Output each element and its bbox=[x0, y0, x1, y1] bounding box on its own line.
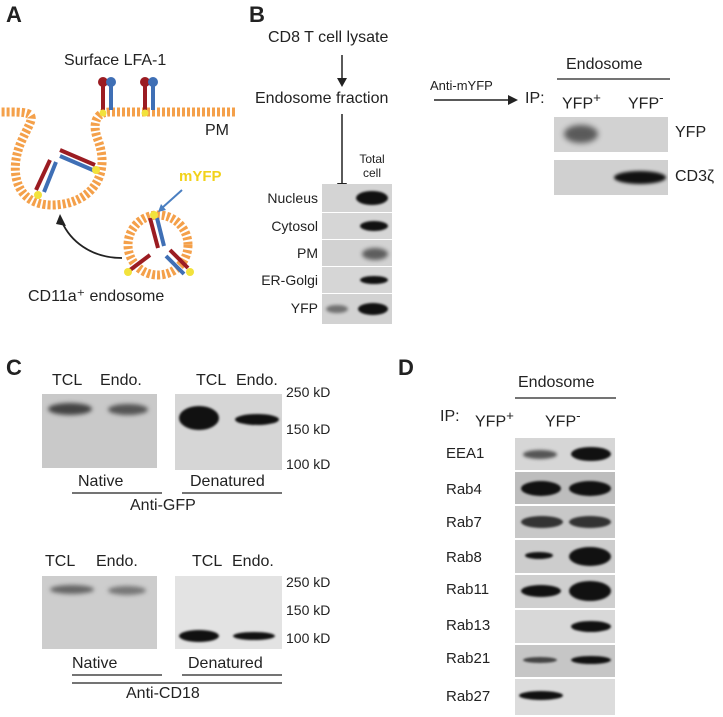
c-top-lane-tcl-den: TCL bbox=[196, 372, 227, 389]
row-yfp: YFP bbox=[290, 300, 318, 316]
c-bot-lane-tcl-native: TCL bbox=[45, 553, 76, 570]
row-er-golgi: ER-Golgi bbox=[261, 272, 318, 288]
blot-d-rab27 bbox=[515, 679, 615, 715]
c-bot-lane-tcl-den: TCL bbox=[192, 553, 223, 570]
c-top-marker-100: 100 kD bbox=[286, 456, 331, 472]
blot-c-top-native bbox=[42, 394, 157, 468]
pm-label: PM bbox=[205, 122, 229, 139]
c-bot-lane-endo-den: Endo. bbox=[232, 553, 274, 570]
blot-er-golgi bbox=[322, 267, 392, 293]
d-row-rab4: Rab4 bbox=[446, 481, 482, 498]
d-row-rab11: Rab11 bbox=[446, 581, 490, 598]
d-row-rab21: Rab21 bbox=[446, 650, 491, 667]
ip-label-d: IP: bbox=[440, 408, 460, 425]
d-row-rab8: Rab8 bbox=[446, 549, 482, 566]
total-cell-label: Total cell bbox=[359, 152, 385, 180]
blot-yfp-fraction bbox=[322, 294, 392, 324]
c-bot-antibody-label: Anti-CD18 bbox=[126, 685, 200, 702]
panel-c-letter: C bbox=[6, 355, 22, 380]
blot-c-bottom-denatured bbox=[175, 576, 282, 649]
c-bot-native-label: Native bbox=[72, 655, 118, 672]
surface-lfa1-label: Surface LFA-1 bbox=[64, 52, 167, 69]
c-top-denatured-label: Denatured bbox=[190, 473, 265, 490]
cd11a-endosome-label: CD11a⁺ endosome bbox=[28, 288, 165, 305]
blot-c-bottom-native bbox=[42, 576, 157, 649]
blot-nucleus bbox=[322, 184, 392, 212]
blot-c-top-denatured bbox=[175, 394, 282, 470]
d-row-rab13: Rab13 bbox=[446, 617, 491, 634]
blot-b-yfp bbox=[554, 117, 668, 152]
c-top-lane-endo-den: Endo. bbox=[236, 372, 278, 389]
blot-b-cd3z-label: CD3ζ bbox=[675, 168, 715, 185]
row-pm: PM bbox=[297, 245, 318, 261]
c-top-lane-tcl-native: TCL bbox=[52, 372, 83, 389]
c-top-marker-250: 250 kD bbox=[286, 384, 331, 400]
panel-a-letter: A bbox=[6, 2, 22, 27]
d-row-rab27: Rab27 bbox=[446, 688, 491, 705]
endosome-header-d: Endosome bbox=[518, 374, 595, 391]
d-row-eea1: EEA1 bbox=[446, 445, 485, 462]
panel-b-letter: B bbox=[249, 2, 265, 27]
lane-yfp-plus: YFP+ bbox=[562, 90, 601, 113]
c-top-native-label: Native bbox=[78, 473, 124, 490]
d-lane-yfp-plus: YFP+ bbox=[475, 408, 514, 431]
c-top-marker-150: 150 kD bbox=[286, 421, 331, 437]
blot-d-rab13 bbox=[515, 610, 615, 643]
row-nucleus: Nucleus bbox=[267, 190, 318, 206]
blot-b-cd3z bbox=[554, 160, 668, 195]
c-bot-marker-250: 250 kD bbox=[286, 574, 331, 590]
blot-cytosol bbox=[322, 213, 392, 239]
blot-d-rab8 bbox=[515, 540, 615, 573]
d-lane-yfp-minus: YFP- bbox=[545, 408, 581, 431]
blot-d-rab11 bbox=[515, 575, 615, 608]
blot-d-eea1 bbox=[515, 438, 615, 470]
endosome-header-b: Endosome bbox=[566, 56, 643, 73]
c-bot-marker-100: 100 kD bbox=[286, 630, 331, 646]
c-bot-denatured-label: Denatured bbox=[188, 655, 263, 672]
blot-d-rab4 bbox=[515, 472, 615, 504]
c-top-antibody-label: Anti-GFP bbox=[130, 497, 196, 514]
mfyp-label: mYFP bbox=[179, 168, 222, 185]
anti-myfp-label: Anti-mYFP bbox=[430, 78, 493, 93]
lysate-label: CD8 T cell lysate bbox=[268, 29, 389, 46]
c-bot-marker-150: 150 kD bbox=[286, 602, 331, 618]
ip-label: IP: bbox=[525, 90, 545, 107]
blot-pm bbox=[322, 240, 392, 266]
panel-d-letter: D bbox=[398, 355, 414, 380]
d-row-rab7: Rab7 bbox=[446, 514, 482, 531]
membrane-diagram bbox=[0, 77, 235, 280]
blot-d-rab21 bbox=[515, 645, 615, 677]
blot-d-rab7 bbox=[515, 506, 615, 538]
endosome-fraction-label: Endosome fraction bbox=[255, 90, 389, 107]
row-cytosol: Cytosol bbox=[271, 218, 318, 234]
c-top-lane-endo-native: Endo. bbox=[100, 372, 142, 389]
c-bot-lane-endo-native: Endo. bbox=[96, 553, 138, 570]
lane-yfp-minus: YFP- bbox=[628, 90, 664, 113]
blot-b-yfp-label: YFP bbox=[675, 124, 707, 141]
